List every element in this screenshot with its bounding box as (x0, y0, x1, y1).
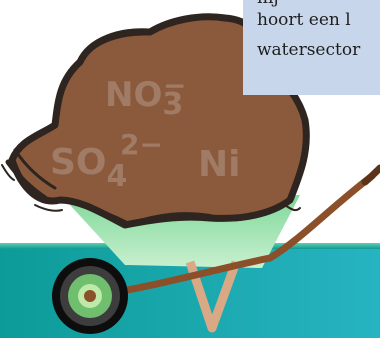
wheelbarrow-wheel (52, 258, 128, 334)
nitrate-superscript: − (163, 69, 187, 102)
wheelbarrow-leg (185, 260, 241, 333)
nitrate-subscript: 3 (162, 87, 184, 122)
caption-box: hij hoort een l watersector (243, 0, 380, 95)
nitrate-base: NO (105, 75, 163, 115)
sulfate-subscript: 4 (106, 159, 128, 194)
caption-line-3: watersector (257, 40, 361, 60)
wheelbarrow-handle (88, 172, 376, 300)
nickel-label: Ni (198, 144, 241, 185)
sulfate-superscript: 2− (120, 128, 163, 161)
caption-line-1: hij (257, 0, 279, 8)
caption-line-2: hoort een l (257, 10, 351, 30)
sulfate-base: SO (50, 142, 107, 183)
handle-grip (361, 164, 380, 186)
nitrate-label: NO3− (105, 72, 186, 120)
